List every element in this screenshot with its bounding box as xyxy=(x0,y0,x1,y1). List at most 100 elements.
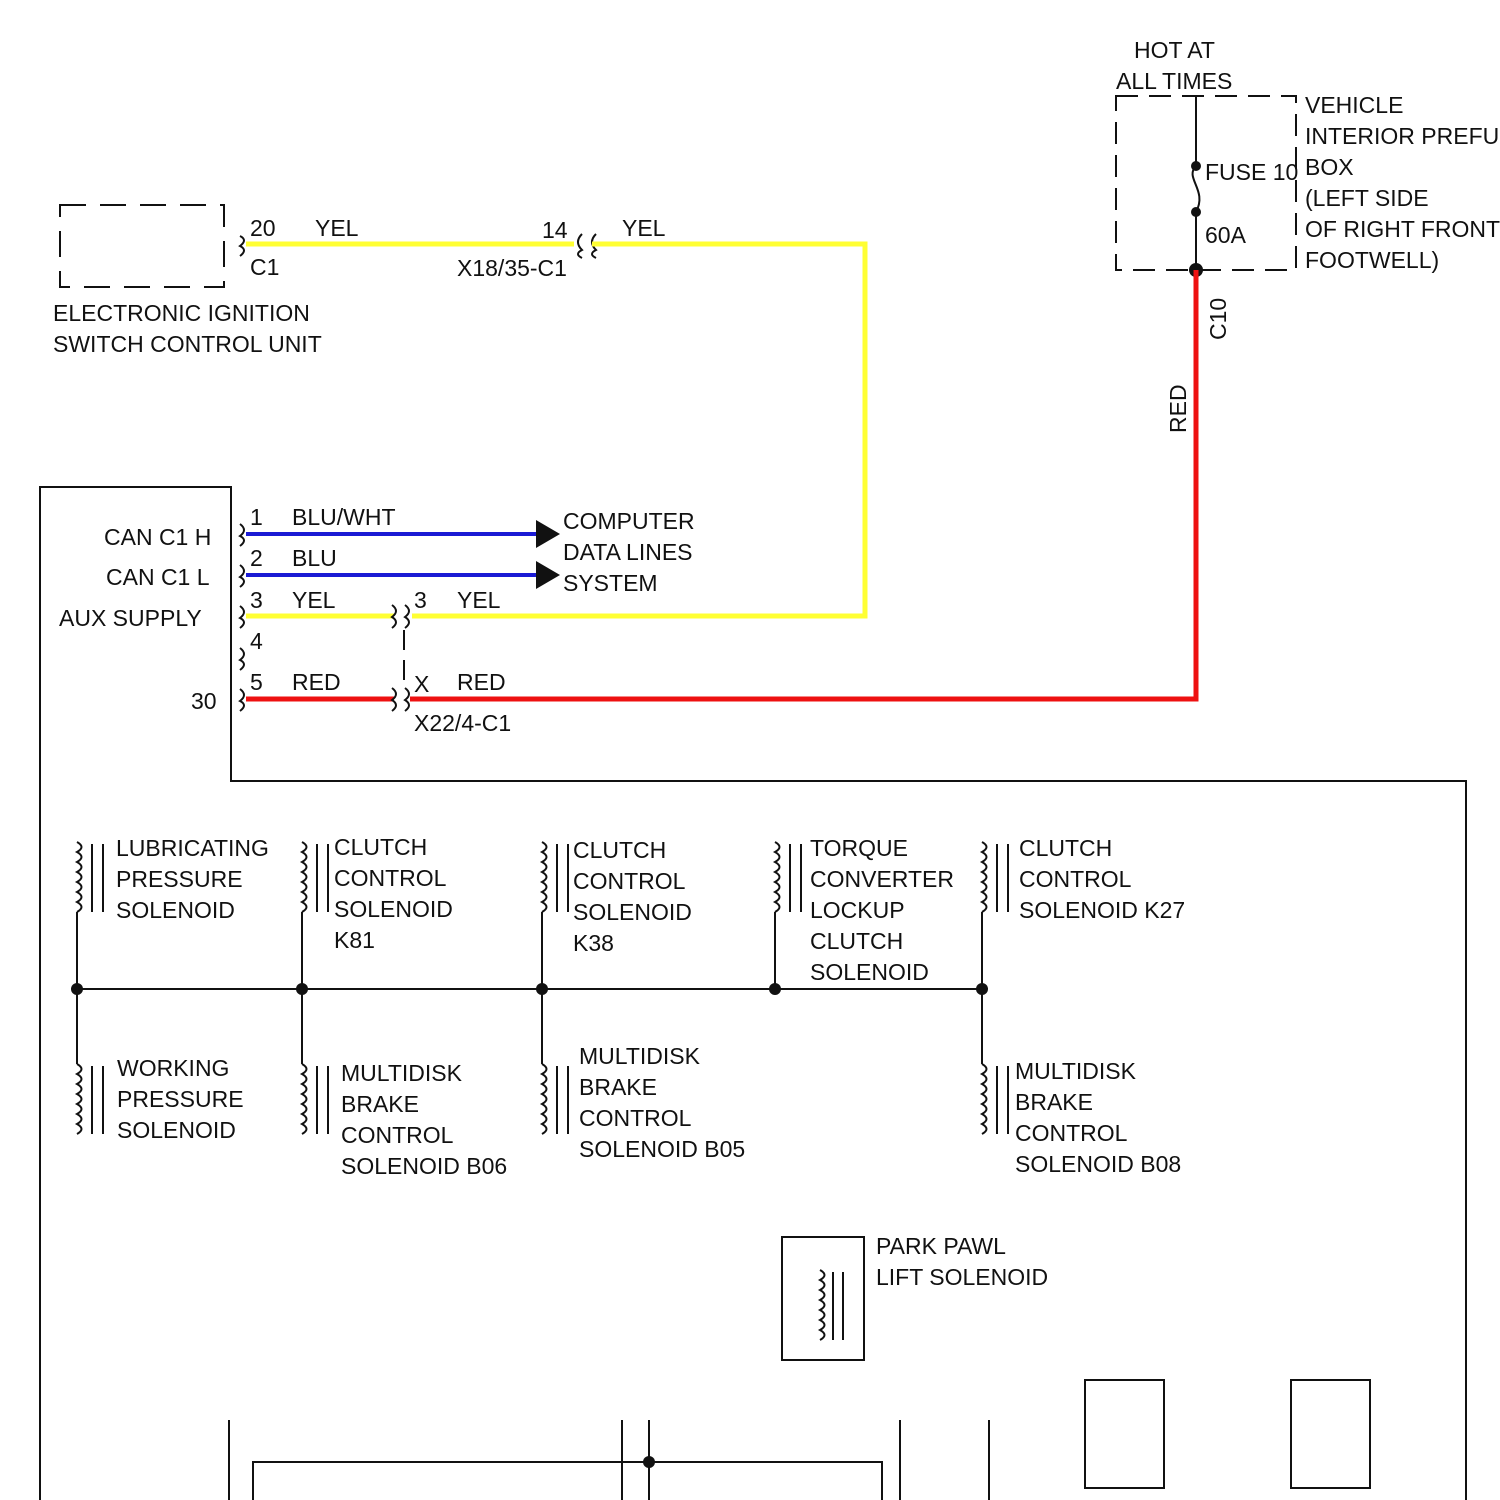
data-lines-line-3: SYSTEM xyxy=(563,570,658,596)
solenoid-label-line: BRAKE xyxy=(1015,1089,1093,1115)
lower-box-1 xyxy=(1085,1380,1164,1488)
red-feed-wire xyxy=(410,270,1196,699)
solenoid-label-line: CONTROL xyxy=(1015,1120,1128,1146)
solenoid-label-line: CONVERTER xyxy=(810,866,954,892)
pin-3-number: 3 xyxy=(250,587,263,613)
inline-connector-x22: 3 YEL X RED X22/4-C1 xyxy=(392,587,511,736)
lower-module-outline xyxy=(253,1462,882,1500)
solenoid-label-line: CONTROL xyxy=(579,1105,692,1131)
ignition-switch-unit: 20 C1 YEL ELECTRONIC IGNITION SWITCH CON… xyxy=(53,205,359,357)
x22-red-male xyxy=(405,688,409,711)
pin-2-number: 2 xyxy=(250,545,263,571)
hot-at-label: HOT AT xyxy=(1134,37,1215,63)
inline-connector-x18: 14 X18/35-C1 YEL xyxy=(457,215,666,281)
eis-name-line-1: ELECTRONIC IGNITION xyxy=(53,300,310,326)
fuse-rating: 60A xyxy=(1205,222,1247,248)
all-times-label: ALL TIMES xyxy=(1116,68,1232,94)
x22-yel-wire-color: YEL xyxy=(457,587,501,613)
solenoid-label-line: SOLENOID xyxy=(334,896,453,922)
lower-node xyxy=(643,1456,655,1468)
pin-label-can-l: CAN C1 L xyxy=(106,564,210,590)
pin-1-connector xyxy=(240,524,244,546)
solenoid-coil xyxy=(982,842,987,912)
module-pin-labels: CAN C1 H CAN C1 L AUX SUPPLY 30 xyxy=(59,524,217,714)
solenoid-label-line: MULTIDISK xyxy=(341,1060,463,1086)
solenoid-multidisk-b05: MULTIDISK BRAKE CONTROL SOLENOID B05 xyxy=(542,989,745,1162)
box-name-line-3: BOX xyxy=(1305,154,1354,180)
park-pawl-label-line-1: PARK PAWL xyxy=(876,1233,1006,1259)
solenoid-label-line: CLUTCH xyxy=(334,834,427,860)
box-name-line-2: INTERIOR PREFU xyxy=(1305,123,1499,149)
solenoid-label-line: SOLENOID xyxy=(573,899,692,925)
solenoid-label-line: SOLENOID xyxy=(117,1117,236,1143)
x22-connector: X22/4-C1 xyxy=(414,710,511,736)
solenoid-label-line: SOLENOID B06 xyxy=(341,1153,507,1179)
solenoid-label-line: CLUTCH xyxy=(810,928,903,954)
solenoid-label-line: MULTIDISK xyxy=(1015,1058,1137,1084)
x18-connector: X18/35-C1 xyxy=(457,255,567,281)
eis-wire-color: YEL xyxy=(315,215,359,241)
solenoid-coil xyxy=(542,1064,547,1134)
box-name-line-1: VEHICLE xyxy=(1305,92,1403,118)
box-name-line-4: (LEFT SIDE xyxy=(1305,185,1429,211)
ignition-switch-outline xyxy=(60,205,224,287)
aux-wire-color: YEL xyxy=(292,587,336,613)
can-l-wire-color: BLU xyxy=(292,545,337,571)
data-lines-line-2: DATA LINES xyxy=(563,539,693,565)
fuse-symbol xyxy=(1193,166,1200,212)
solenoid-label-line: WORKING xyxy=(117,1055,229,1081)
lower-components xyxy=(229,1380,1370,1500)
pin-30-wire-color: RED xyxy=(292,669,341,695)
solenoid-coil xyxy=(542,842,547,912)
solenoid-label-line: K38 xyxy=(573,930,614,956)
solenoid-label-line: CONTROL xyxy=(334,865,447,891)
can-l-arrow xyxy=(536,561,560,589)
x22-yel-female xyxy=(392,605,396,628)
solenoid-label-line: LUBRICATING xyxy=(116,835,269,861)
solenoid-multidisk-b08: MULTIDISK BRAKE CONTROL SOLENOID B08 xyxy=(982,989,1181,1177)
solenoid-label-line: SOLENOID K27 xyxy=(1019,897,1185,923)
solenoid-label-line: BRAKE xyxy=(341,1091,419,1117)
pin-5-number: 5 xyxy=(250,669,263,695)
eis-pin-connector xyxy=(240,236,244,256)
solenoid-label-line: SOLENOID B05 xyxy=(579,1136,745,1162)
pin-label-30: 30 xyxy=(191,688,217,714)
red-wire-label: RED xyxy=(1165,384,1191,433)
solenoid-coil xyxy=(775,842,780,912)
eis-connector: C1 xyxy=(250,254,279,280)
solenoid-label-line: LOCKUP xyxy=(810,897,905,923)
x22-red-female xyxy=(392,688,396,711)
solenoid-coil xyxy=(77,1064,82,1134)
solenoid-lubricating-pressure: LUBRICATING PRESSURE SOLENOID xyxy=(77,835,269,989)
data-lines-line-1: COMPUTER xyxy=(563,508,695,534)
solenoid-multidisk-b06: MULTIDISK BRAKE CONTROL SOLENOID B06 xyxy=(302,989,507,1179)
can-h-arrow xyxy=(536,520,560,548)
solenoid-label-line: SOLENOID xyxy=(116,897,235,923)
solenoid-label-line: PRESSURE xyxy=(116,866,243,892)
solenoid-label-line: CLUTCH xyxy=(573,837,666,863)
solenoid-label-line: CONTROL xyxy=(341,1122,454,1148)
solenoid-clutch-k81: CLUTCH CONTROL SOLENOID K81 xyxy=(302,834,453,989)
solenoid-label-line: PRESSURE xyxy=(117,1086,244,1112)
box-name-line-5: OF RIGHT FRONT xyxy=(1305,216,1500,242)
solenoid-label-line: TORQUE xyxy=(810,835,908,861)
pin-4-number: 4 xyxy=(250,628,263,654)
solenoid-torque-converter-lockup: TORQUE CONVERTER LOCKUP CLUTCH SOLENOID xyxy=(775,835,954,989)
solenoid-coil xyxy=(77,842,82,912)
splice-label: C10 xyxy=(1205,298,1231,340)
x22-yel-male xyxy=(405,605,409,628)
solenoid-label-line: CONTROL xyxy=(1019,866,1132,892)
solenoid-coil xyxy=(302,842,307,912)
park-pawl-coil xyxy=(820,1270,825,1340)
solenoid-label-line: K81 xyxy=(334,927,375,953)
eis-name-line-2: SWITCH CONTROL UNIT xyxy=(53,331,322,357)
x18-female-half xyxy=(578,234,582,258)
solenoid-label-line: BRAKE xyxy=(579,1074,657,1100)
pin-3-connector xyxy=(240,606,244,628)
fuse-box: HOT AT ALL TIMES FUSE 10 60A VEHICLE INT… xyxy=(1116,37,1500,433)
x22-red-wire-color: RED xyxy=(457,669,506,695)
solenoid-clutch-k27: CLUTCH CONTROL SOLENOID K27 xyxy=(982,835,1185,989)
pin-label-can-h: CAN C1 H xyxy=(104,524,211,550)
x22-yel-pin: 3 xyxy=(414,587,427,613)
x18-pin: 14 xyxy=(542,217,568,243)
